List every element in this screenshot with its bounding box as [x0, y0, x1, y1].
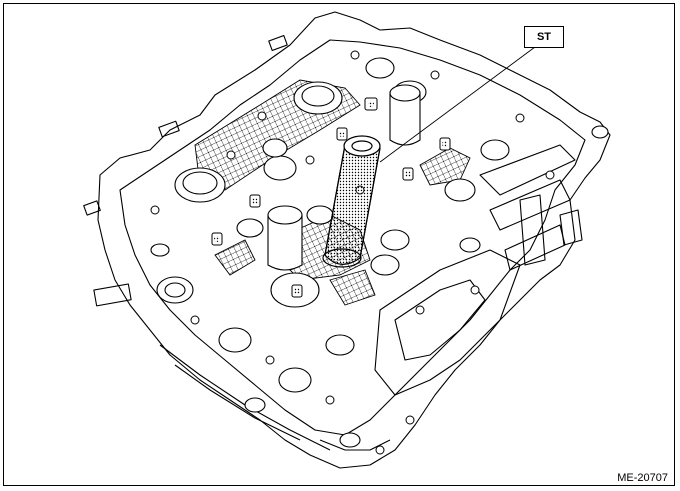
- callout-leader: [379, 46, 536, 163]
- figure-code: ME-20707: [617, 472, 668, 484]
- housing-outline: [97, 11, 611, 469]
- special-tool: [322, 135, 381, 268]
- housing-inner-rim: [119, 39, 586, 436]
- tool-callout-label: ST: [524, 26, 564, 48]
- figure-frame: [3, 3, 675, 486]
